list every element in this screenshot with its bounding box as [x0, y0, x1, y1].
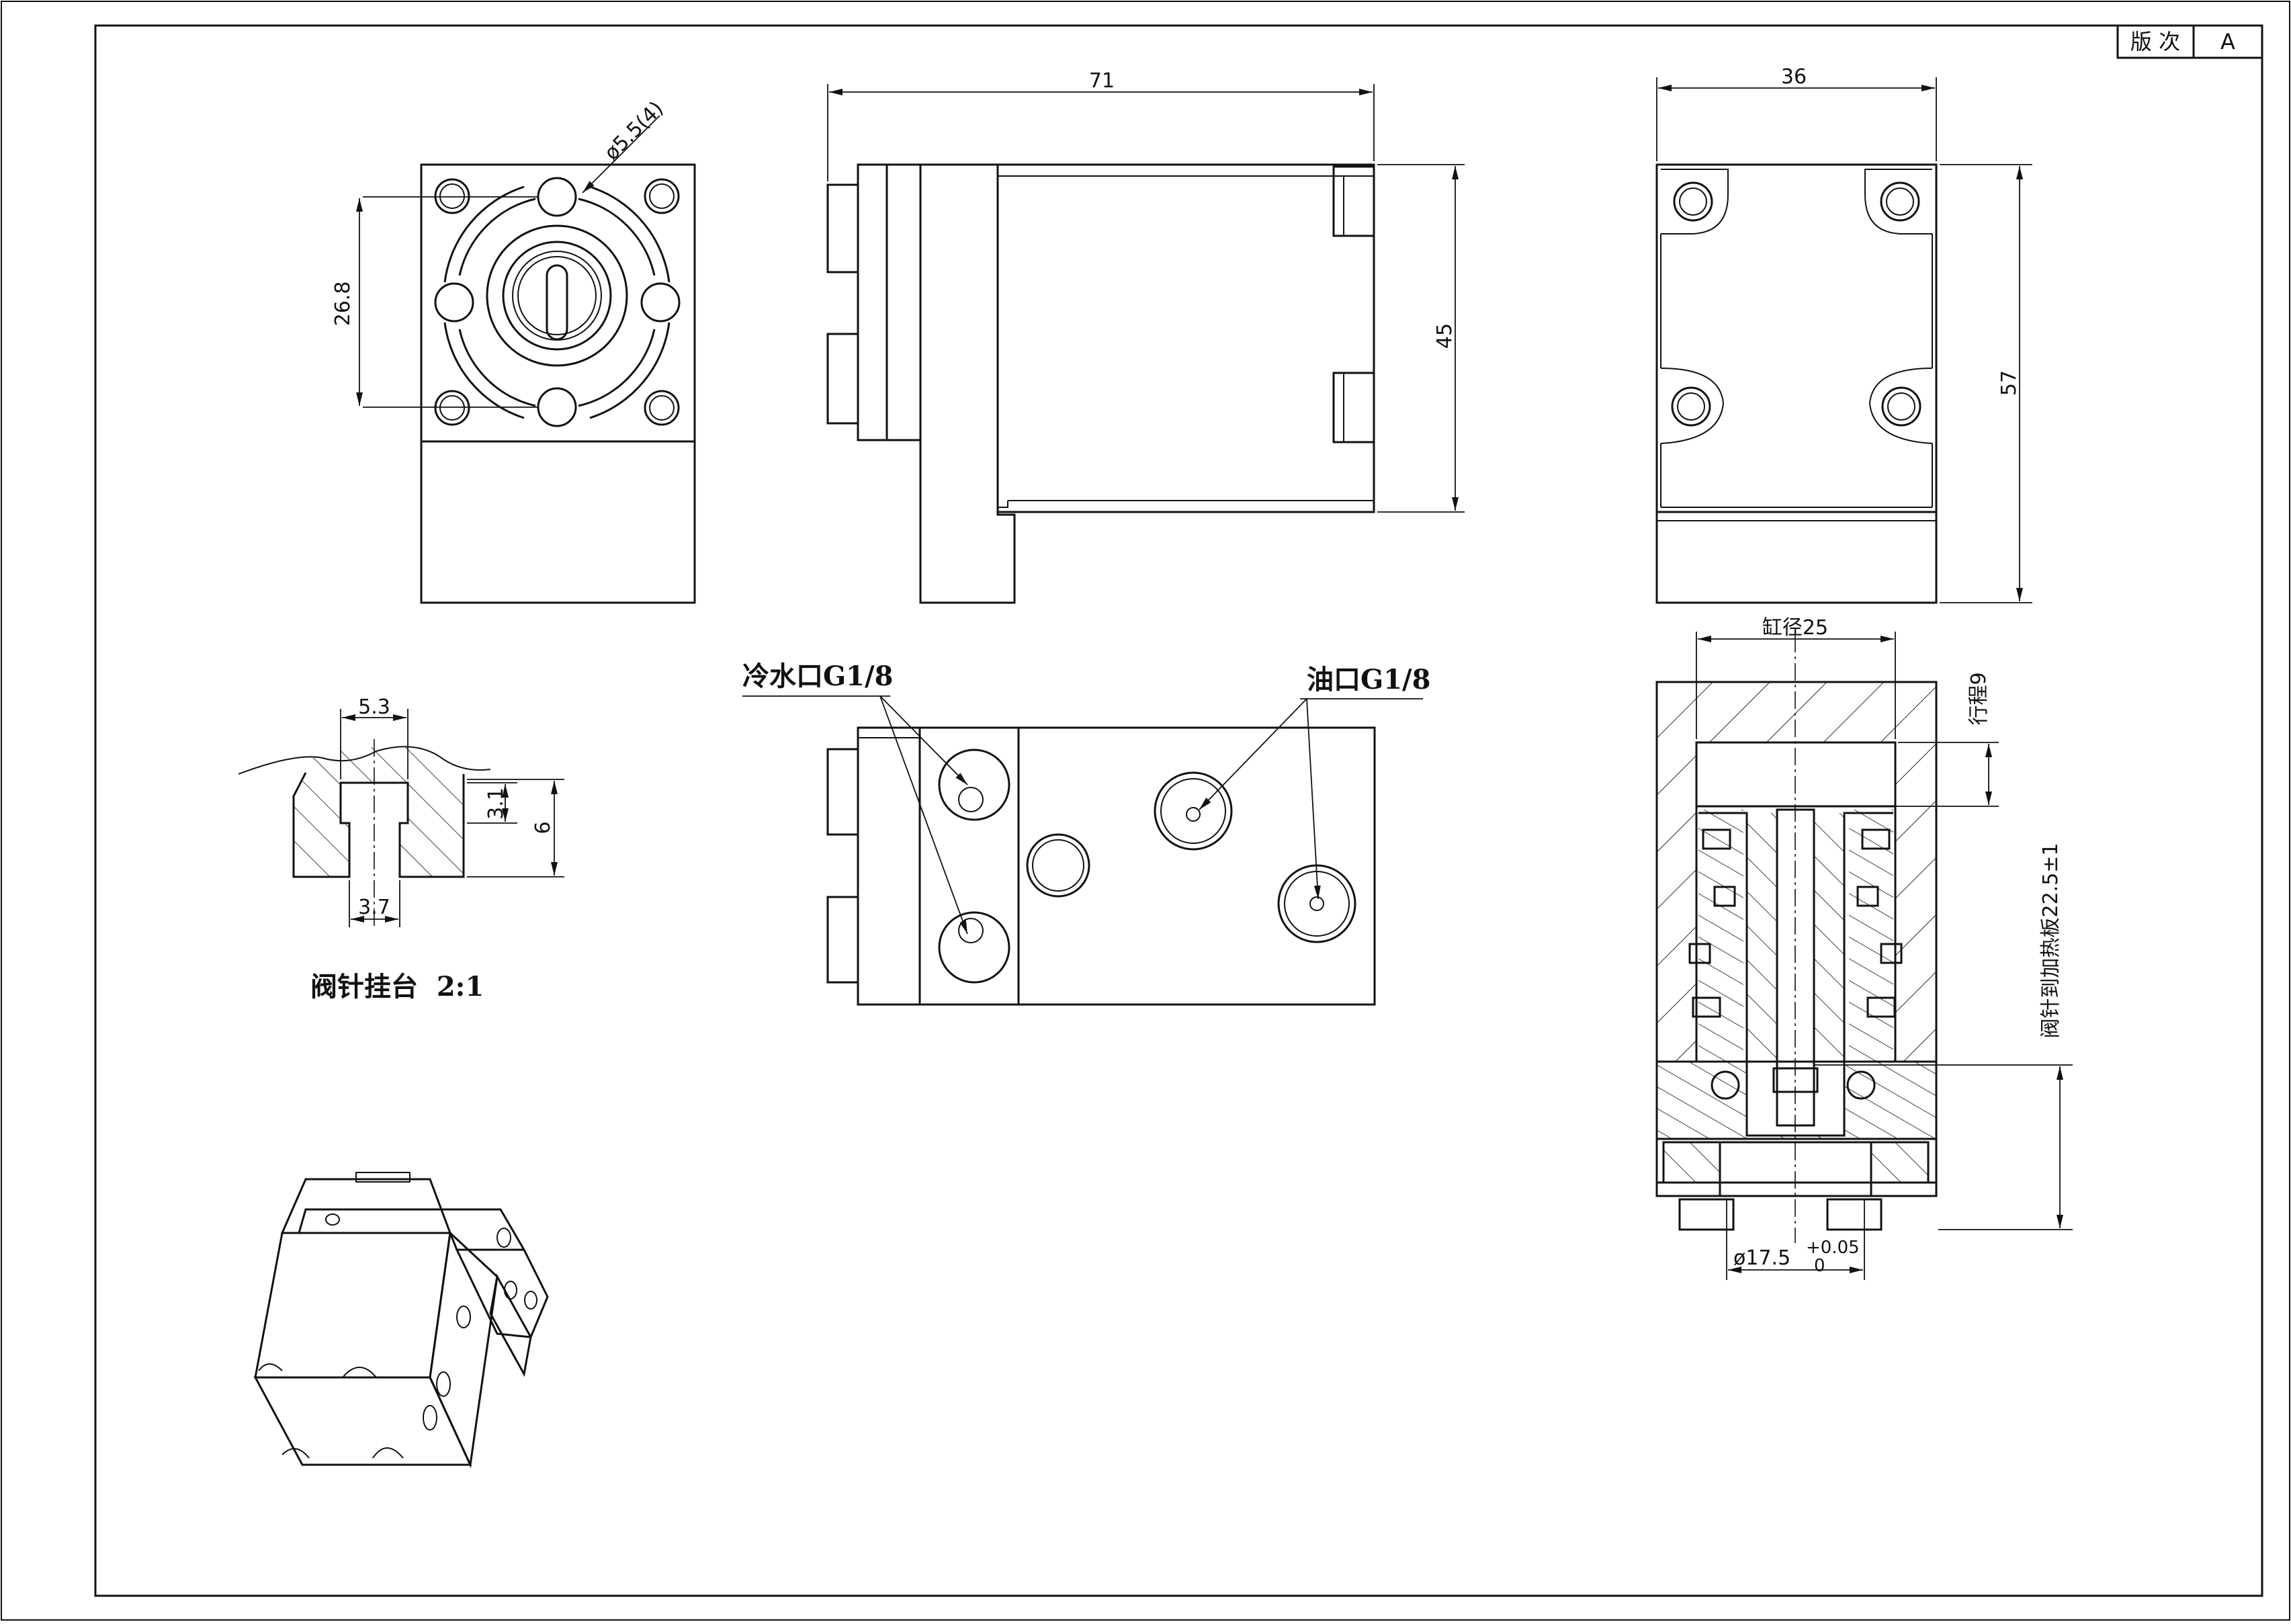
- cooling-port-label: 冷水口G1/8: [742, 660, 893, 692]
- dim-hanger-height: 6: [531, 821, 555, 834]
- dim-tol-upper: +0.05: [1806, 1238, 1860, 1258]
- dim-side-width: 36: [1781, 65, 1807, 89]
- section-view: 缸径25 行程9 阀针到加热板22.5±1 ø17.5 +0.05 0: [1655, 616, 2073, 1280]
- dim-side-height: 57: [1997, 370, 2021, 396]
- dim-tol-lower: 0: [1814, 1256, 1825, 1276]
- dim-front-width: 71: [1089, 69, 1115, 93]
- dim-top-hole: ø5.5(4): [600, 97, 668, 165]
- dim-hanger-depth: 3.1: [484, 787, 508, 820]
- inner-frame: [94, 24, 2263, 1597]
- revision-value: A: [2220, 29, 2235, 54]
- revision-block: 版 次 A: [2116, 24, 2263, 59]
- top-view: 26.8 ø5.5(4): [331, 97, 696, 604]
- detail-title: 阀针挂台 2:1: [310, 971, 484, 1002]
- isometric-view: [253, 1172, 549, 1469]
- dim-bottom-dia: ø17.5: [1733, 1246, 1790, 1270]
- dim-pin-to-plate: 阀针到加热板22.5±1: [2039, 843, 2063, 1038]
- dim-front-height: 45: [1433, 323, 1457, 349]
- port-view: 冷水口G1/8 油口G1/8: [742, 660, 1430, 1006]
- revision-label: 版 次: [2130, 29, 2180, 54]
- dim-bore: 缸径25: [1762, 616, 1828, 640]
- dim-top-spacing: 26.8: [331, 282, 355, 327]
- front-view: 71 45: [826, 69, 1465, 604]
- dim-hanger-bottom: 3.7: [358, 896, 390, 919]
- dim-stroke: 行程9: [1967, 672, 1991, 725]
- hanger-detail: 5.3 3.7 3.1 6 阀针挂台 2:1: [238, 695, 564, 1002]
- side-view: 36 57: [1655, 65, 2032, 604]
- oil-port-label: 油口G1/8: [1307, 664, 1430, 695]
- dim-hanger-width: 5.3: [358, 695, 390, 719]
